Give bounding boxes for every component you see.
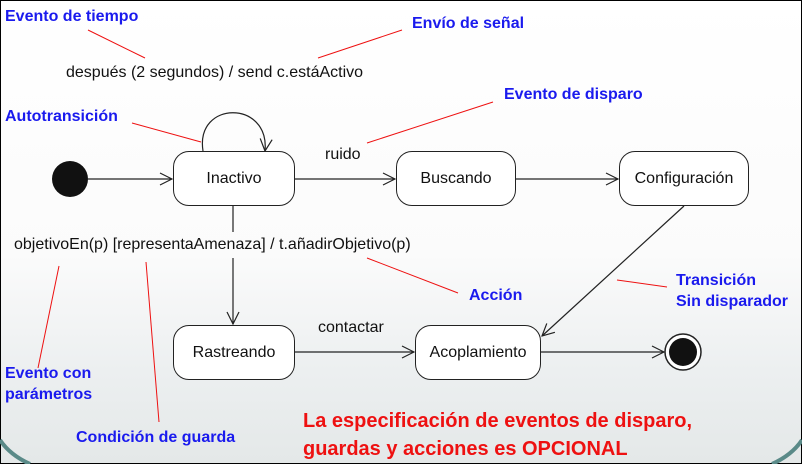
initial-state xyxy=(52,161,88,197)
pointer-guard xyxy=(145,261,160,423)
pointer-action xyxy=(366,257,459,294)
note-line-2: guardas y acciones es OPCIONAL xyxy=(303,438,628,460)
state-inactivo: Inactivo xyxy=(173,151,295,206)
annotation-no-trigger-1: Transición xyxy=(676,272,757,289)
state-configuracion: Configuración xyxy=(619,151,749,206)
final-state-inner xyxy=(669,338,697,366)
annotation-trigger-event: Evento de disparo xyxy=(504,86,643,103)
noise-label: ruido xyxy=(325,146,361,163)
annotation-no-trigger-2: Sin disparador xyxy=(676,293,789,310)
corner-decoration xyxy=(0,438,31,464)
annotation-signal-send: Envío de señal xyxy=(412,15,525,32)
self-transition-label: después (2 segundos) / send c.estáActivo xyxy=(66,64,364,81)
contact-label: contactar xyxy=(318,319,384,336)
pointer-self xyxy=(131,122,202,143)
annotation-params-1: Evento con xyxy=(5,365,92,382)
annotation-time-event: Evento de tiempo xyxy=(5,8,139,25)
annotation-guard: Condición de guarda xyxy=(76,429,236,446)
pointer-time-event xyxy=(87,29,146,59)
note-line-1: La especificación de eventos de disparo, xyxy=(303,410,693,432)
pointer-params xyxy=(37,265,60,369)
annotation-params-2: parámetros xyxy=(5,386,93,403)
state-rastreando: Rastreando xyxy=(173,325,295,380)
target-transition-label: objetivoEn(p) [representaAmenaza] / t.añ… xyxy=(14,236,411,253)
annotation-self-transition: Autotransición xyxy=(5,108,118,125)
annotation-action: Acción xyxy=(469,287,523,304)
transition-no-trigger xyxy=(542,205,685,336)
pointer-no-trigger xyxy=(616,279,668,288)
pointer-signal xyxy=(317,29,403,59)
self-transition xyxy=(201,112,265,151)
state-buscando: Buscando xyxy=(396,151,516,206)
state-acoplamiento: Acoplamiento xyxy=(415,325,541,380)
pointer-trigger xyxy=(366,101,494,144)
corner-decoration xyxy=(771,438,802,464)
